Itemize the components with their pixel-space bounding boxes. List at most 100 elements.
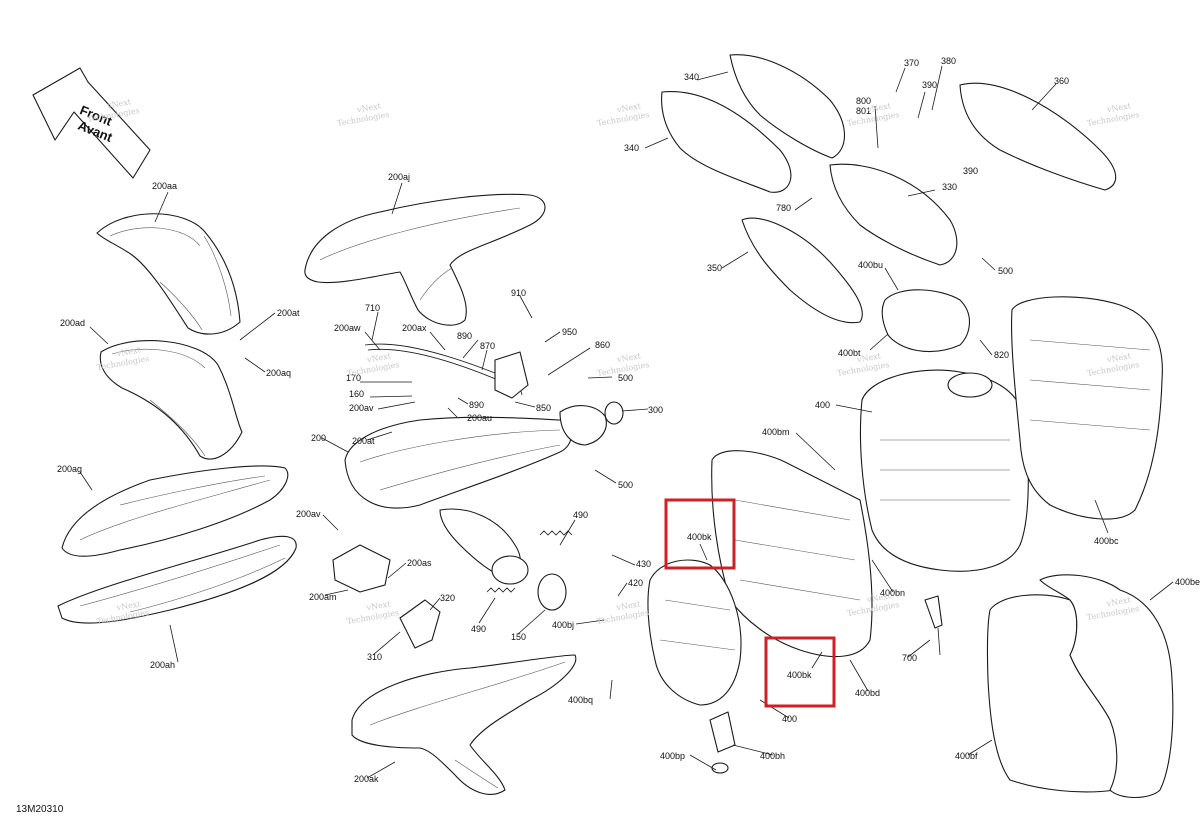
label-400bp: 400bp	[660, 751, 685, 761]
label-200au: 200au	[467, 413, 492, 423]
watermark-line1: vNext	[855, 351, 882, 364]
label-200am: 200am	[309, 592, 337, 602]
label-710: 710	[365, 303, 380, 313]
watermark-line1: vNext	[365, 351, 392, 364]
shield-340	[661, 54, 845, 193]
label-340b: 340	[624, 143, 639, 153]
drawing-code: 13M20310	[16, 804, 64, 815]
muffler-200	[344, 416, 572, 509]
grommet-400bh	[709, 711, 736, 774]
label-340a: 340	[684, 72, 699, 82]
label-420: 420	[628, 578, 643, 588]
label-400bj: 400bj	[552, 620, 574, 630]
label-200at-2: 200at	[352, 436, 375, 446]
label-801: 801	[856, 106, 871, 116]
label-780: 780	[776, 203, 791, 213]
label-890b: 890	[469, 400, 484, 410]
label-400bu: 400bu	[858, 260, 883, 270]
label-200aw: 200aw	[334, 323, 361, 333]
front-direction-arrow: Front Avant	[32, 67, 151, 179]
label-400bd: 400bd	[855, 688, 880, 698]
shield-400bc	[1011, 296, 1163, 520]
bracket-200am	[332, 544, 391, 593]
watermark-line1: vNext	[365, 599, 392, 612]
label-400b: 400	[782, 714, 797, 724]
watermark-line1: vNext	[1105, 101, 1132, 114]
watermark-line1: vNext	[615, 599, 642, 612]
label-890a: 890	[457, 331, 472, 341]
shield-360	[959, 82, 1117, 191]
shield-400bf	[986, 574, 1174, 799]
label-200av-1: 200av	[349, 403, 374, 413]
label-200av-2: 200av	[296, 509, 321, 519]
label-300: 300	[648, 405, 663, 415]
silencer-400	[859, 369, 1029, 572]
watermark-line1: vNext	[115, 599, 142, 612]
watermark-line1: vNext	[355, 101, 382, 114]
exhaust-pipe-150	[439, 508, 567, 611]
label-400bc: 400bc	[1094, 536, 1119, 546]
label-360: 360	[1054, 76, 1069, 86]
heat-shield-200ad	[99, 340, 243, 460]
label-700: 700	[902, 653, 917, 663]
shield-400bm	[711, 450, 873, 658]
watermark-line1: vNext	[1105, 351, 1132, 364]
label-200: 200	[311, 433, 326, 443]
heat-shield-200aa	[96, 213, 241, 335]
shield-330	[829, 163, 958, 266]
label-950: 950	[562, 327, 577, 337]
label-200ag: 200ag	[57, 464, 82, 474]
highlight-callout-1: 400bk	[664, 498, 736, 570]
label-860: 860	[595, 340, 610, 350]
sensor-700	[924, 595, 943, 656]
label-200as: 200as	[407, 558, 432, 568]
leader-lines	[79, 65, 1174, 779]
label-390a: 390	[922, 80, 937, 90]
label-400bq: 400bq	[568, 695, 593, 705]
label-400: 400	[815, 400, 830, 410]
label-200at-1: 200at	[277, 308, 300, 318]
watermark-line1: vNext	[865, 591, 892, 604]
label-380: 380	[941, 56, 956, 66]
label-500a: 500	[998, 266, 1013, 276]
silencer-400bt	[881, 289, 970, 352]
watermark-line1: vNext	[115, 345, 142, 358]
label-170: 170	[346, 373, 361, 383]
label-500c: 500	[618, 480, 633, 490]
label-200aq: 200aq	[266, 368, 291, 378]
label-850: 850	[536, 403, 551, 413]
label-200ak: 200ak	[354, 774, 379, 784]
watermark-line1: vNext	[615, 351, 642, 364]
label-330: 330	[942, 182, 957, 192]
heat-shield-200aj	[304, 193, 546, 326]
label-400be: 400be	[1175, 577, 1200, 587]
watermark-line1: vNext	[865, 101, 892, 114]
watermark-line1: vNext	[1105, 595, 1132, 608]
label-160: 160	[349, 389, 364, 399]
highlight-box	[664, 498, 736, 570]
label-820: 820	[994, 350, 1009, 360]
label-200ad: 200ad	[60, 318, 85, 328]
springs-490	[486, 530, 573, 593]
label-310: 310	[367, 652, 382, 662]
bracket-400bj	[647, 559, 742, 706]
label-800: 800	[856, 96, 871, 106]
heat-shield-200ag	[61, 465, 289, 557]
highlight-label-400bk: 400bk	[787, 670, 812, 680]
exhaust-coupler-300	[559, 401, 624, 446]
bracket-310-320	[399, 599, 441, 649]
part-labels: 340 340 370 380 390 390 360 800 801 780 …	[57, 56, 1200, 784]
label-490a: 490	[573, 510, 588, 520]
label-150: 150	[511, 632, 526, 642]
label-200ax: 200ax	[402, 323, 427, 333]
shield-350	[741, 217, 863, 324]
watermark-line1: vNext	[615, 101, 642, 114]
highlight-label-400bk: 400bk	[687, 532, 712, 542]
label-370: 370	[904, 58, 919, 68]
bracket-860	[494, 351, 529, 399]
watermark-line1: vNext	[105, 97, 132, 110]
label-500b: 500	[618, 373, 633, 383]
label-400bf: 400bf	[955, 751, 978, 761]
highlight-box	[764, 636, 836, 708]
